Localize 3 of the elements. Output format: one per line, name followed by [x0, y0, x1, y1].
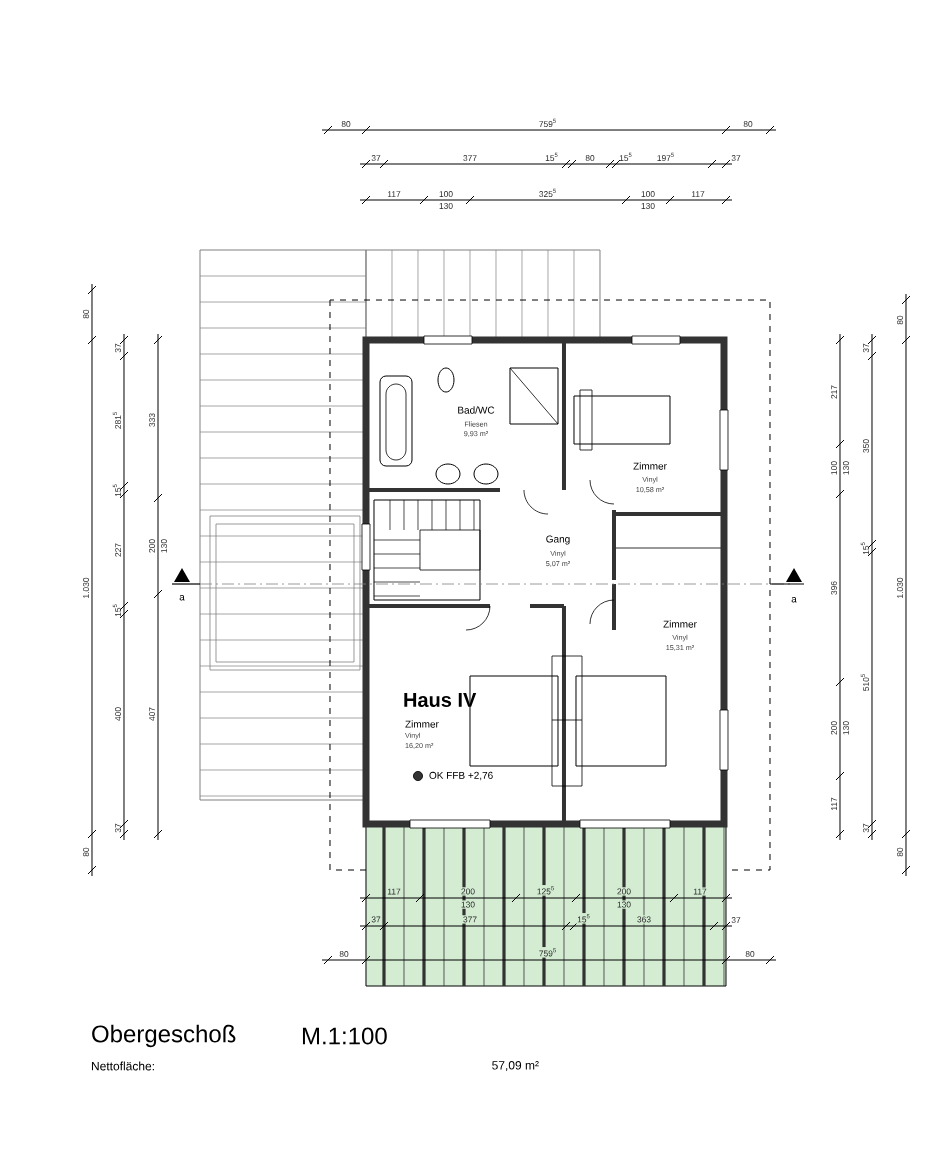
scale-label: M.1:100 — [302, 1027, 387, 1045]
plan-title: Obergeschoß — [92, 1024, 236, 1048]
house-label: Haus IV — [404, 693, 477, 707]
